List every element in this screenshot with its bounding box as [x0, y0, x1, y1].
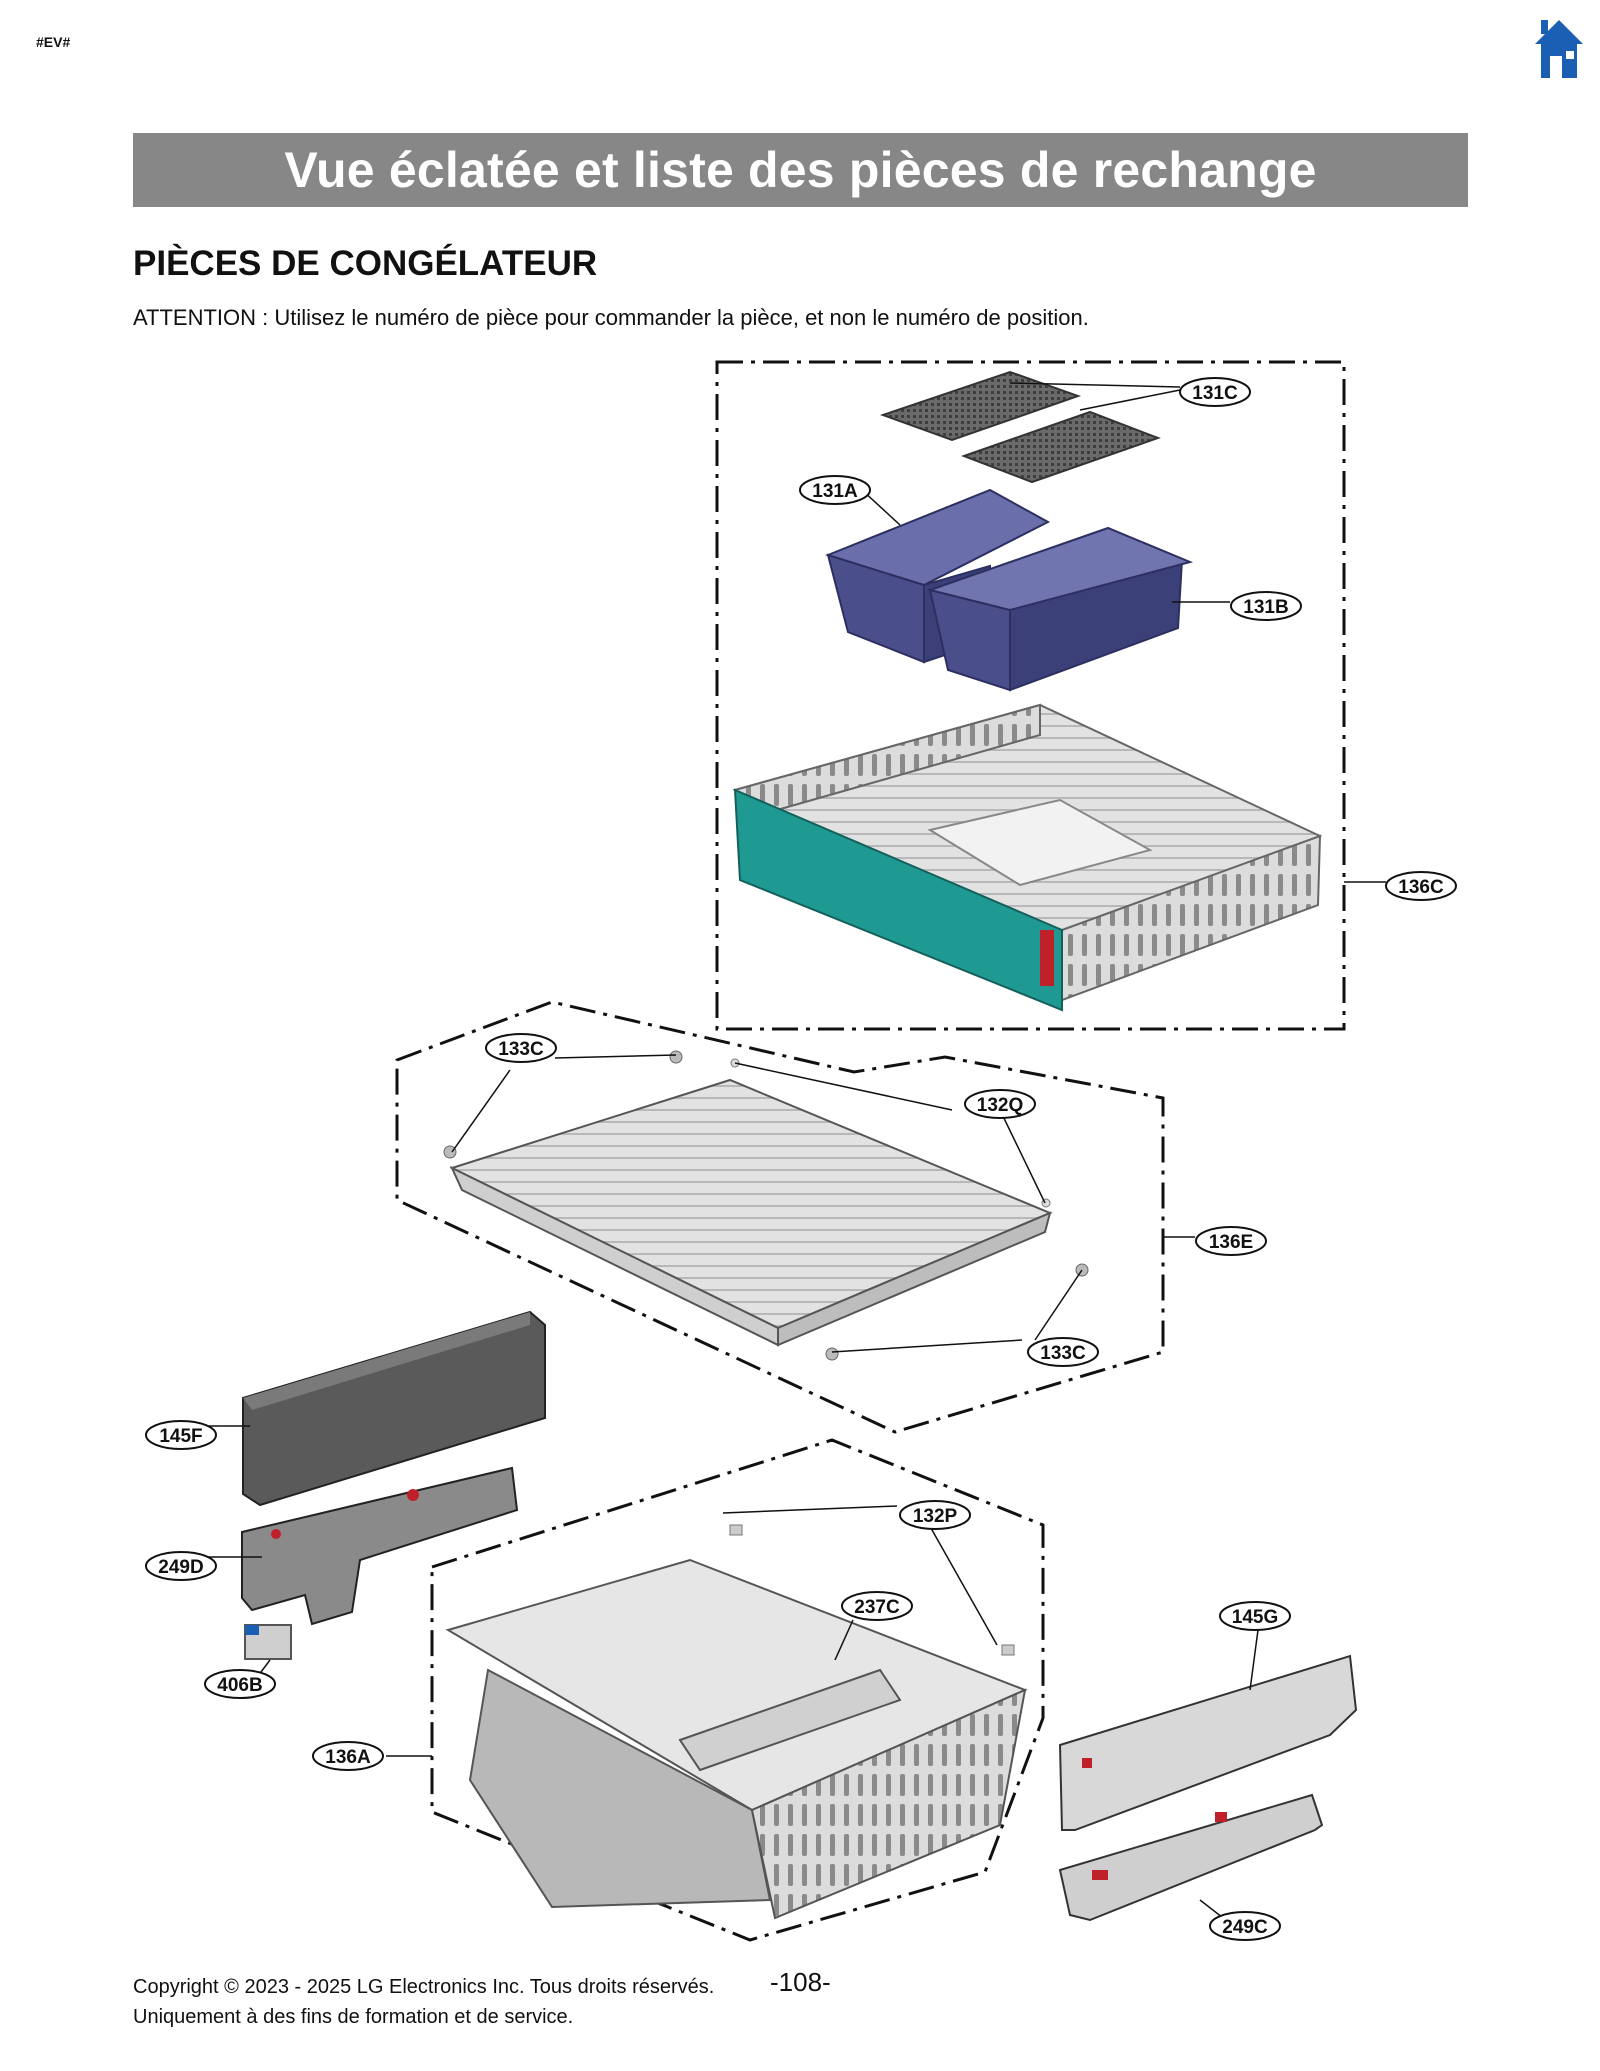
callout-131c: 131C: [1179, 377, 1251, 407]
svg-text:406B: 406B: [217, 1675, 262, 1696]
svg-text:136C: 136C: [1398, 877, 1444, 898]
callout-133c-top: 133C: [485, 1033, 557, 1063]
svg-text:133C: 133C: [498, 1039, 544, 1060]
svg-text:133C: 133C: [1040, 1343, 1086, 1364]
group-boundary-upper-drawer: [715, 360, 1346, 1031]
svg-text:249C: 249C: [1222, 1917, 1268, 1938]
callout-249d: 249D: [145, 1551, 217, 1581]
tray-136e-part: [443, 1050, 1089, 1361]
page-title: Vue éclatée et liste des pièces de recha…: [133, 133, 1468, 207]
attention-note: ATTENTION : Utilisez le numéro de pièce …: [133, 305, 1089, 330]
callout-249c: 249C: [1209, 1911, 1281, 1941]
page-number: -108-: [770, 1967, 831, 1997]
callout-131b: 131B: [1230, 591, 1302, 621]
svg-text:132P: 132P: [913, 1506, 958, 1527]
upper-drawer-136c-part: [732, 703, 1323, 1012]
callout-136e: 136E: [1195, 1226, 1267, 1256]
svg-text:132Q: 132Q: [977, 1095, 1023, 1116]
group-boundary-tray: [395, 1000, 1165, 1434]
svg-text:131C: 131C: [1192, 383, 1238, 404]
copyright-text: Copyright © 2023 - 2025 LG Electronics I…: [133, 1976, 715, 1998]
section-title: PIÈCES DE CONGÉLATEUR: [133, 244, 598, 283]
right-rail-assembly-part: [1058, 1654, 1358, 1922]
footer: Copyright © 2023 - 2025 LG Electronics I…: [133, 1972, 714, 2032]
svg-text:136E: 136E: [1209, 1232, 1253, 1253]
callout-145g: 145G: [1219, 1601, 1291, 1631]
group-boundary-lower-bin: [430, 1438, 1045, 1942]
callout-131a: 131A: [799, 475, 871, 505]
freezer-bins-131-part: [825, 488, 1194, 692]
usage-note: Uniquement à des fins de formation et de…: [133, 2006, 574, 2028]
document-tag: #EV#: [36, 34, 71, 50]
callout-237c: 237C: [841, 1591, 913, 1621]
svg-text:145G: 145G: [1232, 1607, 1278, 1628]
callout-406b: 406B: [204, 1669, 276, 1699]
svg-text:145F: 145F: [159, 1426, 202, 1447]
callout-132q: 132Q: [964, 1089, 1036, 1119]
svg-text:136A: 136A: [325, 1747, 371, 1768]
svg-text:249D: 249D: [158, 1557, 203, 1578]
svg-text:237C: 237C: [854, 1597, 900, 1618]
svg-text:131B: 131B: [1243, 597, 1288, 618]
svg-text:131A: 131A: [812, 481, 858, 502]
left-rail-assembly-part: [241, 1310, 546, 1660]
callout-133c-bottom: 133C: [1027, 1337, 1099, 1367]
home-icon[interactable]: [1533, 18, 1585, 80]
lower-bin-136a-part: [445, 1524, 1028, 1920]
wire-shelf-131c-part: [879, 370, 1161, 484]
callout-132p: 132P: [899, 1500, 971, 1530]
callout-136a: 136A: [312, 1741, 384, 1771]
callout-136c: 136C: [1385, 871, 1457, 901]
callout-145f: 145F: [145, 1420, 217, 1450]
